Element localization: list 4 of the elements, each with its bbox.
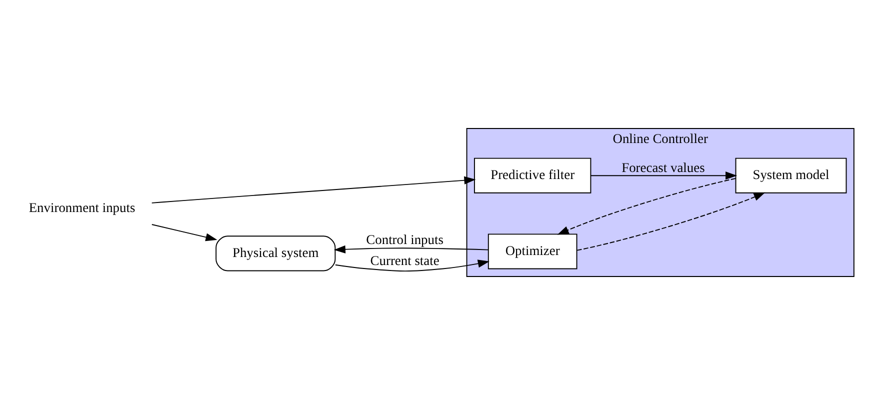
edge-label: Forecast values — [622, 159, 705, 174]
node-text: Environment inputs — [28, 199, 136, 214]
edge-label: Current state — [370, 252, 440, 268]
edge-label: Control inputs — [366, 232, 444, 246]
